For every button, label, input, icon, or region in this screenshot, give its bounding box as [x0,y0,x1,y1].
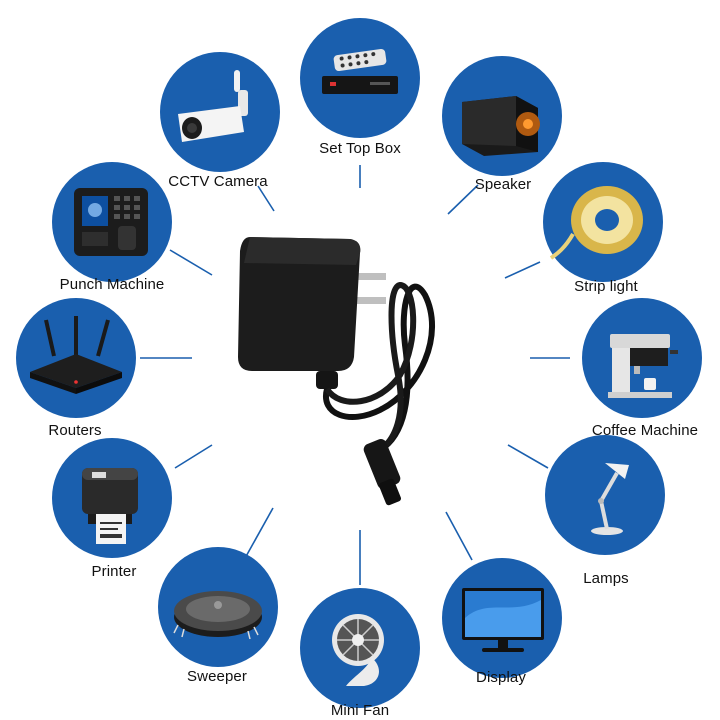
device-label: Display [476,669,526,686]
connector-line [445,511,473,561]
device-circle [158,547,278,667]
device-label: Mini Fan [330,702,390,719]
device-label: Speaker [474,176,532,193]
device-circle [16,298,136,418]
set-top-box-icon [322,48,398,94]
device-circle [545,435,665,555]
device-label: Lamps [583,570,629,587]
device-label: CCTV Camera [168,173,268,190]
connector-line [507,444,549,469]
punch-machine-icon [74,188,148,256]
display-icon [462,588,544,652]
strip-light-icon [549,186,643,260]
device-circle [300,18,420,138]
device-circle [442,558,562,678]
connector-line [257,185,275,212]
speaker-icon [462,96,540,156]
power-adapter-icon [238,237,436,506]
printer-icon [82,468,138,544]
device-circle [543,162,663,282]
device-circle [160,52,280,172]
router-icon [30,316,122,394]
device-circle [52,438,172,558]
connector-line [504,261,541,279]
device-label: Sweeper [187,668,247,685]
cctv-camera-icon [178,70,248,142]
device-circle [582,298,702,418]
device-circle [442,56,562,176]
connector-line [447,184,479,215]
device-circle [52,162,172,282]
device-label: Set Top Box [319,140,401,157]
device-label: Printer [91,563,137,580]
device-label: Coffee Machine [591,422,699,439]
device-circle [300,588,420,708]
sweeper-icon [173,591,262,640]
device-label: Punch Machine [59,276,165,293]
coffee-machine-icon [608,334,678,398]
lamp-icon [591,463,629,535]
connector-line [169,249,213,276]
device-label: Routers [48,422,102,439]
connector-line [243,507,274,561]
mini-fan-icon [332,614,384,686]
connector-line [174,444,213,469]
device-label: Strip light [574,278,638,295]
